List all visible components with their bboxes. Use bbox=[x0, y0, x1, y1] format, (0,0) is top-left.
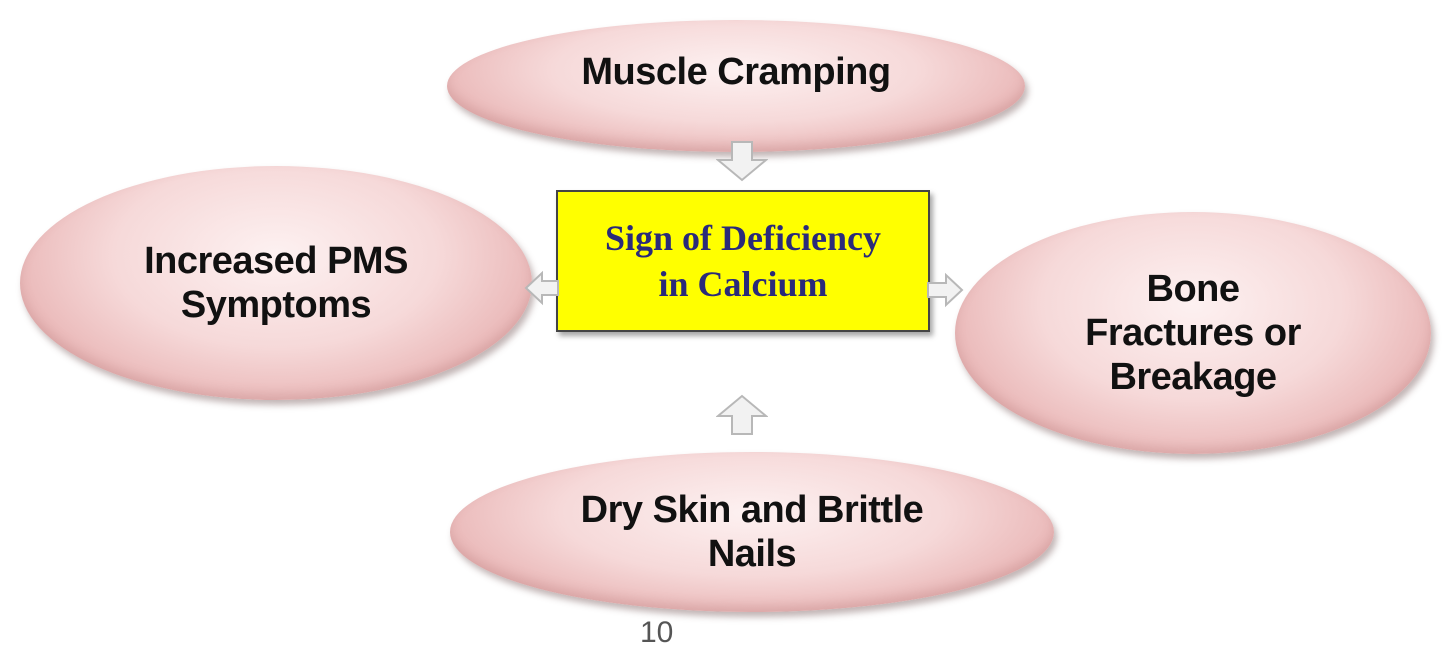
page-number: 10 bbox=[640, 616, 674, 649]
node-label: Dry Skin and Brittle Nails bbox=[580, 489, 924, 575]
center-box: Sign of Deficiency in Calcium bbox=[556, 190, 930, 332]
arrow-left-icon bbox=[524, 270, 559, 306]
diagram-canvas: Muscle Cramping Increased PMS Symptoms B… bbox=[20, 20, 1431, 648]
node-label: Bone Fractures or Breakage bbox=[1085, 268, 1301, 398]
node-bone-fractures: Bone Fractures or Breakage bbox=[955, 212, 1431, 454]
arrow-up-icon bbox=[716, 394, 768, 435]
arrow-down-icon bbox=[716, 141, 768, 182]
node-label: Increased PMS Symptoms bbox=[144, 240, 408, 326]
node-muscle-cramping: Muscle Cramping bbox=[447, 20, 1025, 152]
node-dry-skin-brittle-nails: Dry Skin and Brittle Nails bbox=[450, 452, 1054, 612]
node-label: Muscle Cramping bbox=[581, 51, 891, 93]
node-increased-pms-symptoms: Increased PMS Symptoms bbox=[20, 166, 532, 400]
center-label: Sign of Deficiency in Calcium bbox=[605, 218, 881, 304]
arrow-right-icon bbox=[927, 272, 964, 308]
